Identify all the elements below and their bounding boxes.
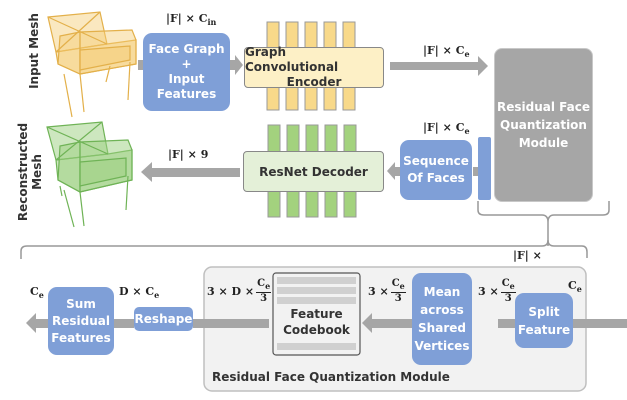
frac-num: C [501,278,510,289]
dim-reshape-output: D × Ce [119,285,159,300]
frac-num-sub: e [265,281,271,291]
arrow-stub-sequence [473,167,478,176]
reshape-box: Reshape [134,307,193,331]
mean-label-line: Mean [423,285,461,299]
rfq-label-line: Quantization [500,118,587,132]
dim-ce-right: Ce [568,279,582,294]
frac-num-sub: e [509,281,515,291]
dim-split-output: 3 × Ce 3 [478,278,516,304]
arrow-graph-to-encoder [229,55,243,75]
ce-left-sub: e [38,290,44,301]
input-mesh-label: Input Mesh [27,13,41,89]
feature-codebook-label: Feature Codebook [273,306,360,338]
rfq-module-box: Residual Face Quantization Module [494,48,593,202]
graph-conv-encoder-box: Graph Convolutional Encoder [244,45,384,89]
frac-den: 3 [504,293,512,304]
dim-input-features: |F| × Cin [166,12,216,27]
mean-label-line: Shared [418,321,466,335]
split-feature-box: Split Feature [515,293,573,348]
dim-codebook-prefix: 3 × D × [207,284,255,298]
reconstructed-label-line1: Reconstructed [16,122,30,222]
rfq-label-line: Residual Face [497,100,590,114]
arrow-split-to-mean [498,319,516,328]
ce-right-sub: e [576,284,582,295]
arrow-sequence-to-decoder [387,162,401,180]
fraction: Ce 3 [390,278,406,304]
arrow-decoder-to-mesh [141,162,240,182]
encoder-label-line1: Graph Convolutional [245,45,339,74]
quantized-features-bar [478,137,491,200]
mean-label-line: across [420,303,464,317]
brace-small [477,201,610,223]
dim-input-text: |F| × C [166,12,208,25]
frac-den: 3 [260,293,268,304]
fraction: Ce 3 [500,278,516,304]
input-mesh-chair [47,11,137,118]
sum-label-line: Features [51,330,111,345]
reconstructed-mesh-label: Reconstructed Mesh [16,122,44,222]
rfq-module-title: Residual Face Quantization Module [212,370,450,384]
sum-residual-features-box: Sum Residual Features [48,287,114,355]
rfq-label-line: Module [518,136,569,150]
dim-encoder-sub: e [464,49,470,60]
decoder-label: ResNet Decoder [259,164,368,179]
dim-sequence: |F| × Ce [423,121,470,136]
sequence-of-faces-box: Sequence Of Faces [400,140,472,200]
codebook-label-line: Codebook [283,323,350,337]
frac-num: C [391,278,400,289]
dim-reshape-sub: e [154,290,160,301]
arrow-mean-to-codebook [362,313,412,333]
brace-large [20,239,588,259]
mean-label-line: Vertices [414,339,470,353]
frac-num-sub: e [399,281,405,291]
frac-den: 3 [394,293,402,304]
dim-mean-prefix: 3 × [368,284,389,298]
dim-input-sub: in [207,17,217,28]
face-graph-line: Face Graph [148,42,225,56]
reshape-label: Reshape [134,311,193,326]
face-graph-line: Input [168,72,205,86]
ce-left-text: C [30,285,39,298]
dim-output: |F| × 9 [168,148,209,161]
sum-label-line: Sum [66,296,96,311]
arrow-reshape-to-sum [104,319,134,328]
dim-codebook-output: 3 × D × Ce 3 [207,278,272,304]
arrow-sum-out [26,313,50,333]
dim-sequence-sub: e [464,126,470,137]
arrow-encoder-to-rfq [390,56,488,76]
brace-label: |F| × [513,249,542,262]
sequence-label-line: Of Faces [407,171,465,185]
frac-num: C [257,278,266,289]
codebook-label-line: Feature [290,307,343,321]
sum-label-line: Residual [52,313,110,328]
dim-encoder-text: |F| × C [423,44,465,57]
split-label-line: Split [528,304,560,319]
dim-ce-left: Ce [30,285,44,300]
face-graph-box: Face Graph + Input Features [143,33,230,111]
face-graph-line: Features [156,87,217,101]
ce-right-text: C [568,279,577,292]
reconstructed-mesh-chair [46,121,133,228]
encoder-label-line2: Encoder [286,75,342,89]
fraction: Ce 3 [256,278,272,304]
dim-mean-output: 3 × Ce 3 [368,278,406,304]
dim-split-prefix: 3 × [478,284,499,298]
dim-encoder-output: |F| × Ce [423,44,470,59]
feature-codebook-box [272,272,361,356]
mean-shared-vertices-box: Mean across Shared Vertices [412,273,472,365]
reconstructed-label-line2: Mesh [30,154,44,190]
dim-sequence-text: |F| × C [423,121,465,134]
split-label-line: Feature [517,322,571,337]
sequence-label-line: Sequence [403,154,469,168]
face-graph-line: + [181,57,192,71]
dim-reshape-text: D × C [119,285,155,298]
arrow-bottom-right-in [566,319,627,328]
resnet-decoder-box: ResNet Decoder [243,151,384,192]
arrow-codebook-to-reshape [193,319,269,328]
